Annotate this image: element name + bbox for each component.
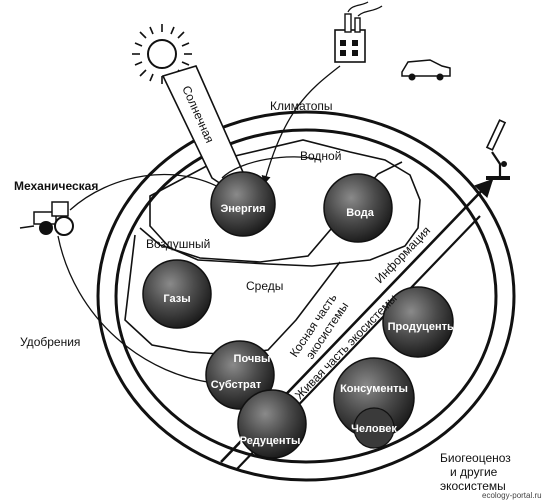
watermark: ecology-portal.ru [482, 491, 542, 500]
factory-icon [334, 1, 383, 63]
node-reducers: Редуценты [237, 389, 307, 459]
svg-text:Человек: Человек [351, 423, 397, 435]
node-water: Вода [323, 173, 393, 243]
tractor-icon [19, 201, 74, 236]
microscope-icon [485, 119, 510, 180]
svg-text:Консументы: Консументы [340, 383, 408, 395]
climatope-arrow [261, 65, 341, 185]
node-human: Человек [351, 407, 397, 449]
svg-text:Почвы: Почвы [234, 353, 271, 365]
biogeocenosis-label-2: и другие [450, 465, 498, 479]
fertilizers-label: Удобрения [20, 335, 80, 349]
svg-text:Субстрат: Субстрат [211, 379, 262, 391]
inner-ecosystem-boundary [114, 128, 498, 464]
inert-part-region [124, 234, 341, 356]
svg-text:Редуценты: Редуценты [240, 435, 301, 447]
mechanical-label: Механическая [14, 179, 98, 193]
biogeocenosis-label-1: Биогеоценоз [440, 451, 511, 465]
node-energy: Энергия [210, 171, 276, 237]
air-environment-region [139, 161, 403, 263]
biogeocenosis-label-3: экосистемы [440, 479, 506, 493]
environments-label: Среды [246, 279, 283, 293]
fertilizer-arrow [57, 235, 225, 388]
water-env-label: Водной [300, 149, 341, 163]
node-consumers: Консументы [333, 357, 415, 439]
outer-ecosystem-boundary [96, 110, 516, 482]
svg-text:Продуценты: Продуценты [388, 321, 457, 333]
node-producers: Продуценты [382, 286, 457, 358]
environments-region [149, 139, 421, 267]
node-soils: Почвы Субстрат [205, 340, 275, 410]
svg-text:Газы: Газы [163, 293, 190, 305]
svg-text:Энергия: Энергия [220, 203, 265, 215]
water-env-arc [221, 156, 321, 179]
car-icon [401, 59, 451, 81]
climatopes-label: Климатопы [270, 99, 333, 113]
svg-text:Вода: Вода [346, 207, 375, 219]
mechanical-energy-arrow [69, 173, 225, 211]
air-env-label: Воздушный [146, 237, 210, 251]
node-gases: Газы [142, 259, 212, 329]
